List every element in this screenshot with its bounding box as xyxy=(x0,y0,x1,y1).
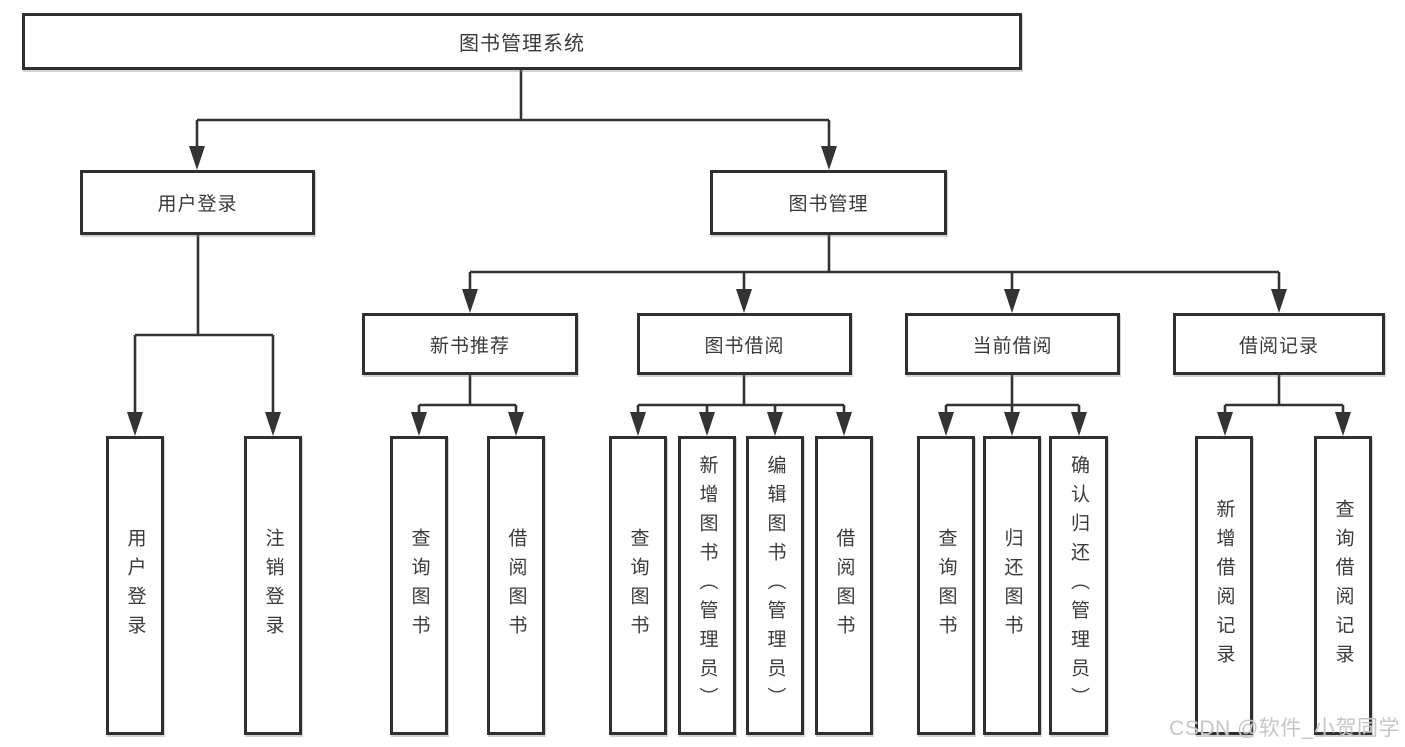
leaf-add-book-admin: 新增图书（管理员） xyxy=(678,436,736,735)
leaf-label: 编辑图书（管理员） xyxy=(764,455,786,716)
arrow-down-icon xyxy=(127,412,143,436)
arrow-down-icon xyxy=(1004,289,1020,313)
leaf-label: 确认归还（管理员） xyxy=(1068,455,1089,716)
leaf-label: 查询图书 xyxy=(408,527,430,644)
leaf-confirm-return-admin: 确认归还（管理员） xyxy=(1049,436,1108,735)
leaf-query-books-recommend: 查询图书 xyxy=(390,436,448,735)
node-root-label: 图书管理系统 xyxy=(459,33,585,55)
leaf-label: 归还图书 xyxy=(1001,527,1023,644)
arrow-down-icon xyxy=(1271,289,1287,313)
arrowheads xyxy=(127,146,1351,436)
leaf-label: 查询图书 xyxy=(627,527,649,644)
connector-lines xyxy=(133,70,1345,432)
arrow-down-icon xyxy=(699,412,715,436)
node-label: 借阅记录 xyxy=(1238,335,1319,357)
arrow-down-icon xyxy=(265,412,281,436)
arrow-down-icon xyxy=(1071,412,1087,436)
leaf-borrow-books: 借阅图书 xyxy=(815,436,873,735)
node-book-management: 图书管理 xyxy=(710,170,947,235)
leaf-add-borrow-record: 新增借阅记录 xyxy=(1195,436,1253,735)
leaf-query-books-borrow: 查询图书 xyxy=(609,436,667,735)
arrow-down-icon xyxy=(821,146,837,170)
leaf-logout: 注销登录 xyxy=(244,436,302,735)
node-label: 用户登录 xyxy=(157,194,238,215)
leaf-label: 注销登录 xyxy=(262,527,284,644)
node-book-borrow: 图书借阅 xyxy=(637,313,852,375)
leaf-label: 新增借阅记录 xyxy=(1213,498,1235,673)
node-current-borrow: 当前借阅 xyxy=(905,313,1120,375)
arrow-down-icon xyxy=(411,412,427,436)
csdn-watermark: CSDN @软件_小贺同学 xyxy=(1169,717,1400,740)
node-label: 当前借阅 xyxy=(972,335,1053,357)
arrow-down-icon xyxy=(938,412,954,436)
arrow-down-icon xyxy=(836,412,852,436)
leaf-borrow-books-recommend: 借阅图书 xyxy=(487,436,545,735)
arrow-down-icon xyxy=(1004,412,1020,436)
arrow-down-icon xyxy=(1335,412,1351,436)
leaf-query-borrow-record: 查询借阅记录 xyxy=(1314,436,1372,735)
node-label: 图书借阅 xyxy=(704,335,785,357)
leaf-label: 借阅图书 xyxy=(505,527,527,644)
node-root: 图书管理系统 xyxy=(22,13,1022,70)
node-user-login-branch: 用户登录 xyxy=(80,170,315,235)
node-new-book-recommend: 新书推荐 xyxy=(362,313,578,375)
leaf-query-books-current: 查询图书 xyxy=(917,436,975,735)
node-borrow-records: 借阅记录 xyxy=(1173,313,1385,375)
arrow-down-icon xyxy=(630,412,646,436)
leaf-label: 查询借阅记录 xyxy=(1332,498,1354,673)
leaf-user-login: 用户登录 xyxy=(106,436,164,735)
node-label: 新书推荐 xyxy=(429,335,510,357)
leaf-label: 借阅图书 xyxy=(833,527,855,644)
leaf-return-books: 归还图书 xyxy=(983,436,1041,735)
arrow-down-icon xyxy=(736,289,752,313)
arrow-down-icon xyxy=(767,412,783,436)
leaf-label: 新增图书（管理员） xyxy=(696,455,718,716)
arrow-down-icon xyxy=(1217,412,1233,436)
leaf-label: 用户登录 xyxy=(124,527,146,644)
leaf-edit-book-admin: 编辑图书（管理员） xyxy=(746,436,804,735)
leaf-label: 查询图书 xyxy=(935,527,957,644)
node-label: 图书管理 xyxy=(788,194,869,215)
arrow-down-icon xyxy=(189,146,205,170)
arrow-down-icon xyxy=(462,289,478,313)
arrow-down-icon xyxy=(508,412,524,436)
